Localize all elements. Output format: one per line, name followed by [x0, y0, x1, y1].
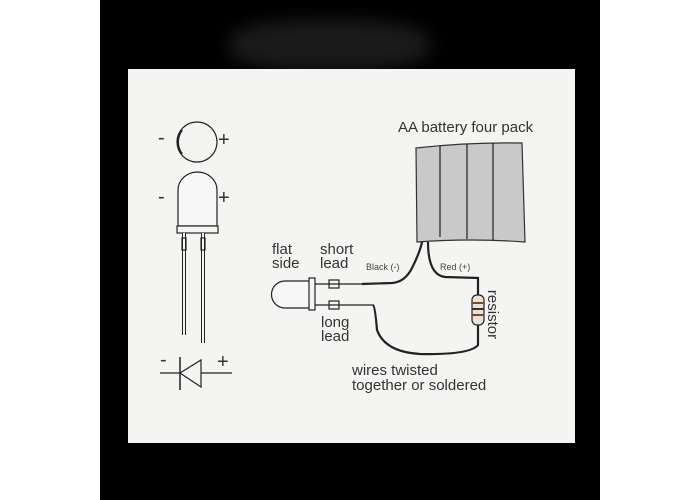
plus-sign: + [218, 129, 230, 151]
led-connected [270, 280, 311, 309]
twist-label-line1: wires twisted [352, 362, 438, 379]
led-top-view [176, 121, 218, 163]
short-lead-label: short lead [320, 241, 354, 272]
resistor-label: resistor [484, 289, 502, 340]
minus-sign: - [158, 186, 165, 208]
plus-sign: + [218, 187, 230, 209]
minus-sign: - [158, 127, 165, 149]
battery-pack [415, 142, 526, 243]
long-lead-label: long lead [321, 314, 350, 345]
black-wire-label: Black (-) [366, 262, 400, 272]
resistor [471, 294, 485, 326]
red-wire-label: Red (+) [440, 262, 471, 272]
return-wire [372, 304, 480, 356]
battery-label: AA battery four pack [398, 119, 534, 136]
shadow [230, 20, 430, 70]
led-side-view [177, 171, 218, 227]
twist-label-line2: together or soldered [352, 377, 487, 394]
minus-sign: - [160, 349, 167, 371]
red-wire [426, 241, 480, 295]
plus-sign: + [217, 351, 229, 373]
black-wire [361, 241, 424, 286]
flat-side-label: flat side [272, 241, 300, 272]
diode-symbol [160, 357, 232, 390]
